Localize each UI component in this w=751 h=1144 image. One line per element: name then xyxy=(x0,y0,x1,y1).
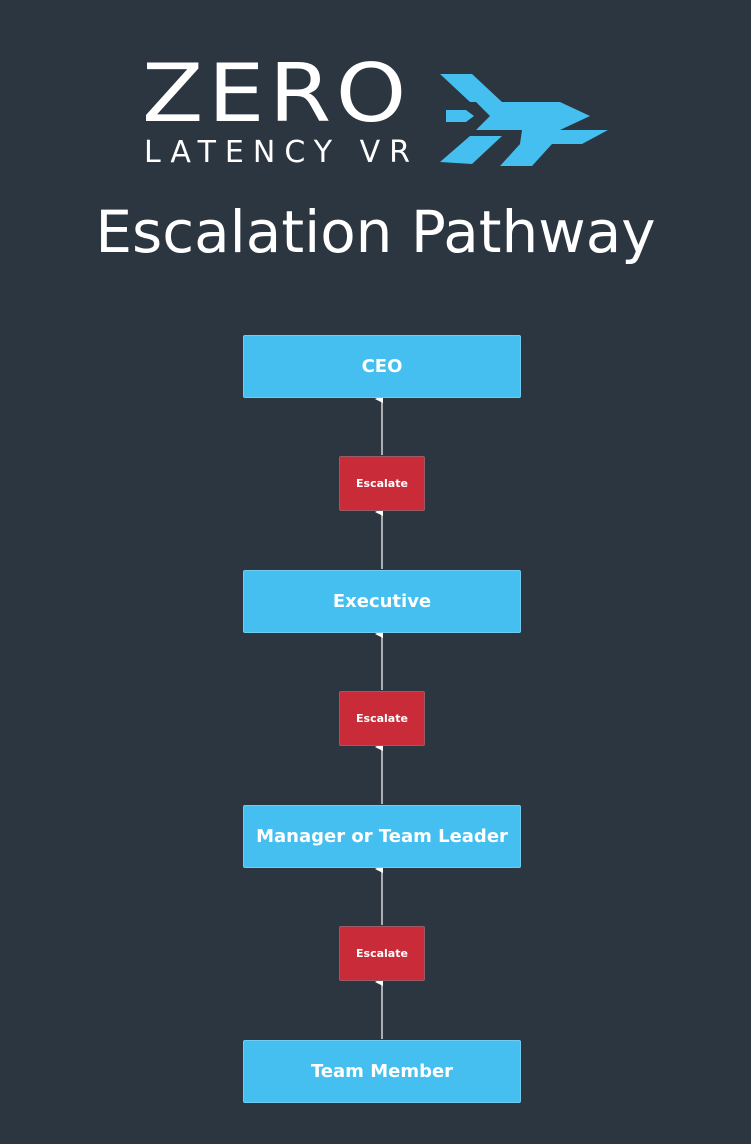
role-ceo: CEO xyxy=(243,335,521,398)
logo-subtitle: LATENCY VR xyxy=(144,135,419,170)
logo-word: ZERO xyxy=(142,47,411,140)
escalate-box-3: Escalate xyxy=(339,926,425,981)
page-title: Escalation Pathway xyxy=(95,198,656,266)
airplane-icon xyxy=(440,74,608,166)
role-executive: Executive xyxy=(243,570,521,633)
escalate-box-1: Escalate xyxy=(339,456,425,511)
role-manager-or-team-leader: Manager or Team Leader xyxy=(243,805,521,868)
role-team-member: Team Member xyxy=(243,1040,521,1103)
escalate-box-2: Escalate xyxy=(339,691,425,746)
zero-latency-logo: ZERO LATENCY VR xyxy=(140,54,610,178)
